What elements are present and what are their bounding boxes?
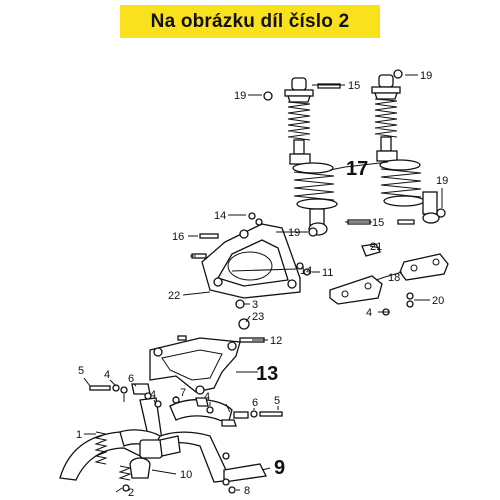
callout-16: 16 xyxy=(172,231,184,243)
callout-14: 14 xyxy=(300,265,312,277)
title-text: Na obrázku díl číslo 2 xyxy=(150,10,350,32)
callout-4: 4 xyxy=(150,389,156,401)
callout-18: 18 xyxy=(388,272,400,284)
callout-11: 11 xyxy=(322,267,333,279)
callout-13: 13 xyxy=(256,363,278,385)
swingarm-bracket xyxy=(191,212,311,330)
callout-3: 3 xyxy=(252,299,258,311)
centre-stand-bracket xyxy=(149,335,265,395)
stand-hardware xyxy=(89,383,283,494)
callout-17: 17 xyxy=(346,158,368,180)
leader-lines xyxy=(83,74,443,493)
left-shock-absorber xyxy=(284,77,338,236)
callout-22: 22 xyxy=(168,290,180,302)
callout-19: 19 xyxy=(234,90,246,102)
callout-labels: 19 15 19 17 19 19 15 14 16 14 11 21 18 2… xyxy=(76,70,448,499)
stand-spring xyxy=(94,431,132,492)
callout-5: 5 xyxy=(78,365,84,377)
callout-5: 5 xyxy=(274,395,280,407)
callout-9: 9 xyxy=(274,457,285,479)
main-stand xyxy=(59,397,267,483)
callout-4: 4 xyxy=(104,369,110,381)
callout-15: 15 xyxy=(348,80,360,92)
callout-1: 1 xyxy=(76,429,82,441)
right-shock-absorber xyxy=(371,74,440,224)
callout-19: 19 xyxy=(420,70,432,82)
callout-19: 19 xyxy=(288,227,300,239)
callout-20: 20 xyxy=(432,295,444,307)
callout-6: 6 xyxy=(128,373,134,385)
title-banner: Na obrázku díl číslo 2 xyxy=(120,5,380,38)
callout-7: 7 xyxy=(180,387,186,399)
callout-4: 4 xyxy=(366,307,372,319)
callout-23: 23 xyxy=(252,311,264,323)
callout-19: 19 xyxy=(436,175,448,187)
callout-10: 10 xyxy=(180,469,192,481)
callout-15: 15 xyxy=(372,217,384,229)
callout-2: 2 xyxy=(128,487,134,499)
callout-21: 21 xyxy=(370,241,382,253)
callout-4: 4 xyxy=(204,391,210,403)
stand-stopper xyxy=(129,457,151,479)
callout-14: 14 xyxy=(214,210,226,222)
callout-8: 8 xyxy=(244,485,250,497)
callout-12: 12 xyxy=(270,335,282,347)
callout-6: 6 xyxy=(252,397,258,409)
